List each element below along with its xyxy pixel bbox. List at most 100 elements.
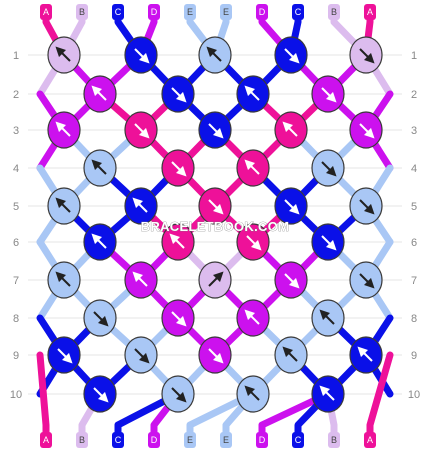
knot xyxy=(349,187,383,225)
arrow-down-right-icon xyxy=(171,387,187,403)
knot xyxy=(124,336,158,374)
row-number-right: 9 xyxy=(411,350,417,362)
bottom-string-pin xyxy=(112,432,124,448)
bottom-string-label: A xyxy=(43,435,49,445)
top-string-label: D xyxy=(151,7,158,17)
knot xyxy=(124,261,158,299)
arrow-down-right-icon xyxy=(57,348,73,364)
row-number-left: 5 xyxy=(13,201,19,213)
arrow-down-right-icon xyxy=(321,161,337,177)
knot xyxy=(124,36,158,74)
arrow-down-right-icon xyxy=(208,199,224,215)
knot xyxy=(161,75,195,113)
top-string-pin xyxy=(220,4,232,20)
arrow-down-right-icon xyxy=(171,87,187,103)
row-number-right: 4 xyxy=(411,163,417,175)
arrow-down-right-icon xyxy=(134,48,150,64)
top-string-pin xyxy=(364,4,376,20)
row-number-right: 5 xyxy=(411,201,417,213)
row-number-left: 7 xyxy=(13,275,19,287)
top-string-label: A xyxy=(43,7,49,17)
top-string-pin xyxy=(256,4,268,20)
arrow-down-right-icon xyxy=(171,161,187,177)
row-number-left: 6 xyxy=(13,237,19,249)
top-string-pin xyxy=(328,4,340,20)
bottom-string-pin xyxy=(328,432,340,448)
knot xyxy=(47,111,81,149)
knot xyxy=(83,149,117,187)
arrow-down-right-icon xyxy=(321,235,337,251)
arrow-up-right-icon xyxy=(208,271,224,287)
bottom-string-label: B xyxy=(79,435,85,445)
row-number-right: 1 xyxy=(411,50,417,62)
arrow-down-right-icon xyxy=(284,48,300,64)
arrow-down-right-icon xyxy=(359,48,375,64)
arrow-up-left-icon xyxy=(244,385,260,401)
arrow-down-right-icon xyxy=(359,199,375,215)
arrow-down-right-icon xyxy=(208,348,224,364)
arrow-up-left-icon xyxy=(244,85,260,101)
arrow-up-left-icon xyxy=(319,385,335,401)
bottom-string xyxy=(36,351,50,444)
knot xyxy=(311,149,345,187)
arrow-up-left-icon xyxy=(91,233,107,249)
arrow-up-left-icon xyxy=(55,197,71,213)
knot xyxy=(198,261,232,299)
knot xyxy=(198,187,232,225)
row-number-left: 1 xyxy=(13,50,19,62)
bottom-string-pin xyxy=(220,432,232,448)
arrow-down-right-icon xyxy=(246,235,262,251)
knot xyxy=(83,375,117,413)
bottom-string-label: C xyxy=(295,435,302,445)
knot xyxy=(311,299,345,337)
knot xyxy=(83,299,117,337)
arrow-down-right-icon xyxy=(134,123,150,139)
arrow-up-left-icon xyxy=(357,346,373,362)
knot xyxy=(349,261,383,299)
knot xyxy=(47,261,81,299)
knot xyxy=(161,375,195,413)
arrow-up-left-icon xyxy=(132,271,148,287)
bottom-string-label: D xyxy=(259,435,266,445)
knot xyxy=(274,336,308,374)
top-string-label: C xyxy=(115,7,122,17)
top-string-label: D xyxy=(259,7,266,17)
arrow-up-left-icon xyxy=(55,46,71,62)
bottom-string-pin xyxy=(184,432,196,448)
bottom-string-pin xyxy=(148,432,160,448)
knot xyxy=(47,187,81,225)
bottom-string-label: D xyxy=(151,435,158,445)
arrow-up-left-icon xyxy=(282,121,298,137)
knot xyxy=(274,187,308,225)
top-string-pin xyxy=(148,4,160,20)
top-string-label: E xyxy=(187,7,193,17)
bottom-string-pin xyxy=(292,432,304,448)
top-string-label: E xyxy=(223,7,229,17)
row-number-left: 9 xyxy=(13,350,19,362)
row-number-right: 7 xyxy=(411,275,417,287)
arrow-down-right-icon xyxy=(359,123,375,139)
knot xyxy=(236,149,270,187)
bottom-string-label: C xyxy=(115,435,122,445)
row-number-right: 10 xyxy=(408,389,420,401)
bottom-string-label: E xyxy=(223,435,229,445)
row-number-left: 2 xyxy=(13,89,19,101)
bottom-string-pin xyxy=(40,432,52,448)
knot xyxy=(274,261,308,299)
top-string-pin xyxy=(76,4,88,20)
knot xyxy=(198,336,232,374)
top-string-pin xyxy=(292,4,304,20)
knot xyxy=(161,149,195,187)
top-string-pin xyxy=(40,4,52,20)
knot xyxy=(236,223,270,261)
top-string-label: B xyxy=(331,7,337,17)
arrow-down-right-icon xyxy=(321,87,337,103)
bottom-string-label: B xyxy=(331,435,337,445)
arrow-down-right-icon xyxy=(134,348,150,364)
knot xyxy=(349,36,383,74)
knot xyxy=(161,299,195,337)
top-string-label: A xyxy=(367,7,373,17)
arrow-up-left-icon xyxy=(244,159,260,175)
